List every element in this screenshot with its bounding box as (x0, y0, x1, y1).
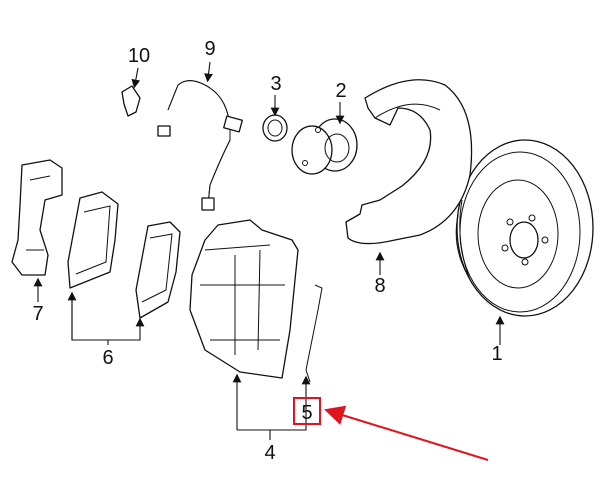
callout-7: 7 (32, 303, 43, 325)
callout-5: 5 (301, 402, 312, 424)
red-pointer-arrow (324, 405, 489, 461)
caliper-clip (305, 284, 323, 383)
highlight-box (293, 397, 321, 425)
wheel-hub (291, 118, 358, 175)
callout-2: 2 (335, 80, 346, 102)
leader-lines (33, 61, 505, 440)
callout-10: 10 (128, 45, 150, 67)
brake-caliper (189, 219, 299, 379)
callout-4: 4 (264, 442, 275, 464)
brake-rotor (455, 139, 594, 317)
callout-3: 3 (270, 73, 281, 95)
brake-hose (157, 80, 243, 211)
caliper-bracket (11, 159, 63, 276)
brake-pad-outer (67, 191, 119, 289)
dust-shield (345, 79, 473, 245)
brake-pad-inner (135, 221, 181, 319)
callout-1: 1 (491, 343, 502, 365)
wear-sensor (121, 85, 141, 117)
callout-8: 8 (374, 275, 385, 297)
callout-9: 9 (204, 38, 215, 60)
bearing-ring (262, 114, 288, 142)
callout-6: 6 (102, 347, 113, 369)
